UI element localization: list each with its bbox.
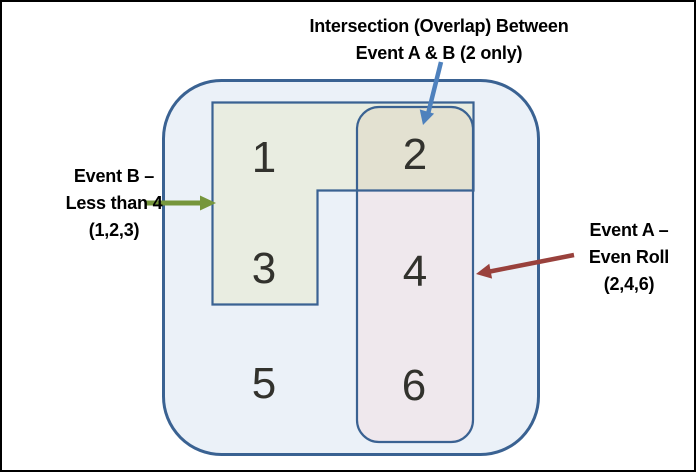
cell-number-6: 6 xyxy=(401,361,427,410)
event-a-label-line2: Even Roll xyxy=(588,247,670,267)
intersection-arrow xyxy=(419,61,444,125)
cell-number-4: 4 xyxy=(402,247,428,296)
event-a-region xyxy=(357,191,473,442)
intersection-label-line1: Intersection (Overlap) Between xyxy=(309,16,569,36)
event-a-label: Event A – Even Roll (2,4,6) xyxy=(549,217,694,298)
event-b-arrow xyxy=(145,195,216,211)
event-b-outline xyxy=(211,101,475,306)
event-a-arrow xyxy=(476,252,575,279)
event-a-outline xyxy=(355,105,475,444)
event-b-label-line1: Event B – xyxy=(73,166,155,186)
cell-number-1: 1 xyxy=(251,133,277,182)
intersection-label-line2: Event A & B (2 only) xyxy=(355,43,523,63)
event-a-label-line3: (2,4,6) xyxy=(603,274,655,294)
intersection-label: Intersection (Overlap) Between Event A &… xyxy=(279,13,599,67)
event-b-label-line3: (1,2,3) xyxy=(88,220,140,240)
event-b-label-line2: Less than 4 xyxy=(65,193,163,213)
event-a-label-line1: Event A – xyxy=(589,220,669,240)
cell-number-5: 5 xyxy=(251,359,277,408)
cell-number-2: 2 xyxy=(402,130,428,179)
event-b-label: Event B – Less than 4 (1,2,3) xyxy=(14,163,214,244)
cell-number-3: 3 xyxy=(251,244,277,293)
intersection-region xyxy=(357,107,473,191)
